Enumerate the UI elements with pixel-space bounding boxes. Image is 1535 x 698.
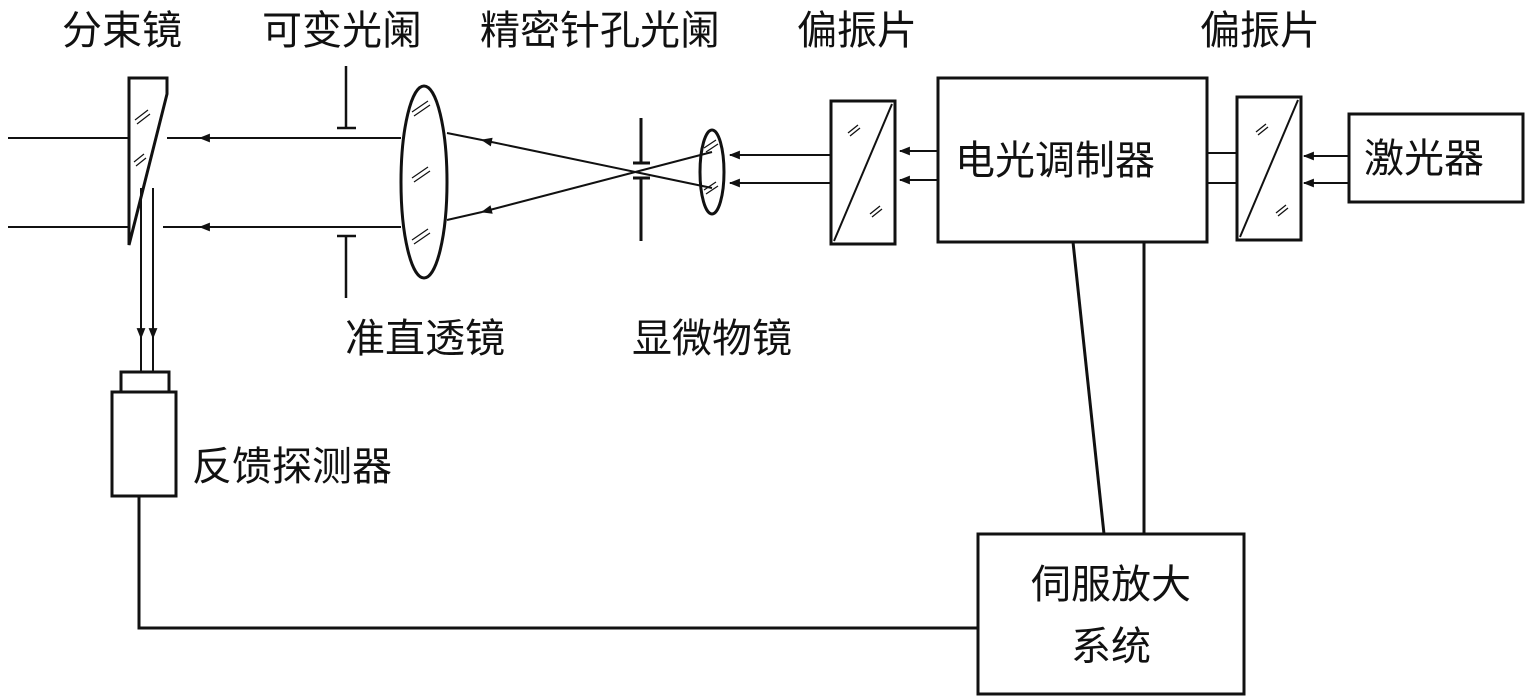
polarizer-right [1235,95,1303,242]
beam-cross-2 [480,137,713,189]
microscope-objective-label: 显微物镜 [632,316,792,362]
servo-amplifier-label-line1: 伺服放大 [1031,562,1191,608]
servo-amplifier-block: 伺服放大 系统 [976,532,1246,696]
polarizer-left [829,99,897,246]
beam-cross-1 [480,151,713,214]
electro-optic-modulator-label: 电光调制器 [955,138,1155,184]
collimating-lens [399,84,449,280]
feedback-detector-label: 反馈探测器 [192,444,392,490]
servo-amplifier-label-line2: 系统 [1071,624,1151,670]
collimating-lens-label: 准直透镜 [345,316,505,362]
wire-detector-servo [137,496,978,630]
beam-splitter-label: 分束镜 [62,8,182,54]
variable-aperture-label: 可变光阑 [262,8,422,54]
wire-eom-servo-1 [1071,241,1106,535]
polarizer-right-label: 偏振片 [1200,8,1320,54]
laser-label: 激光器 [1364,136,1484,182]
beam-splitter [127,76,169,246]
polarizer-left-label: 偏振片 [797,8,917,54]
pinhole-aperture-label: 精密针孔光阑 [480,8,720,54]
feedback-detector [110,370,178,498]
electro-optic-modulator-block: 电光调制器 [936,76,1209,244]
laser-block: 激光器 [1347,112,1525,204]
pinhole-aperture [633,118,650,241]
microscope-objective [698,128,726,216]
variable-aperture [337,66,356,298]
